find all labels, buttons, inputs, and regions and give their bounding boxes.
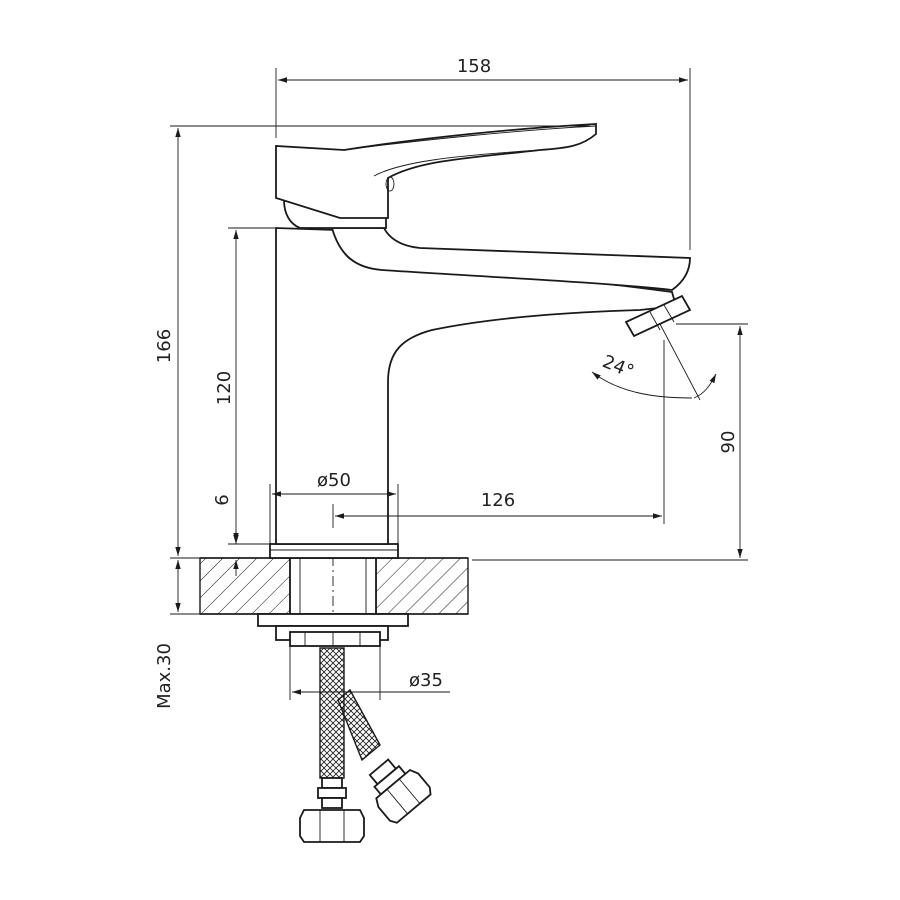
label-spout-reach: 126 <box>481 490 515 511</box>
dim-base-height: 6 <box>212 494 270 576</box>
label-aerator-angle: 24° <box>599 351 636 382</box>
dim-aerator-angle: 24° <box>591 323 717 401</box>
dim-spout-reach: 126 <box>332 340 665 528</box>
label-base-diameter: ø50 <box>317 470 351 491</box>
faucet-base-ring <box>269 543 399 559</box>
label-spout-height: 90 <box>718 431 739 454</box>
label-body-height: 120 <box>214 371 235 405</box>
dim-total-height: 166 <box>154 125 590 556</box>
supply-hose-left <box>299 647 365 843</box>
dim-hose-diameter: ø35 <box>289 646 450 700</box>
lever-handle <box>275 123 597 219</box>
dim-spout-height: 90 <box>472 323 748 561</box>
supply-hose-right <box>337 688 432 824</box>
label-total-height: 166 <box>154 329 175 363</box>
spout-top <box>330 227 691 291</box>
label-max-thickness: Max.30 <box>154 643 175 709</box>
label-base-height: 6 <box>212 494 233 505</box>
label-total-width: 158 <box>457 56 491 77</box>
aerator <box>624 294 692 338</box>
dim-total-width: 158 <box>275 56 691 250</box>
label-hose-diameter: ø35 <box>409 670 443 691</box>
dim-body-height: 120 <box>214 227 276 542</box>
dim-max-thickness: Max.30 <box>154 557 200 709</box>
mounting-shank <box>257 536 409 647</box>
